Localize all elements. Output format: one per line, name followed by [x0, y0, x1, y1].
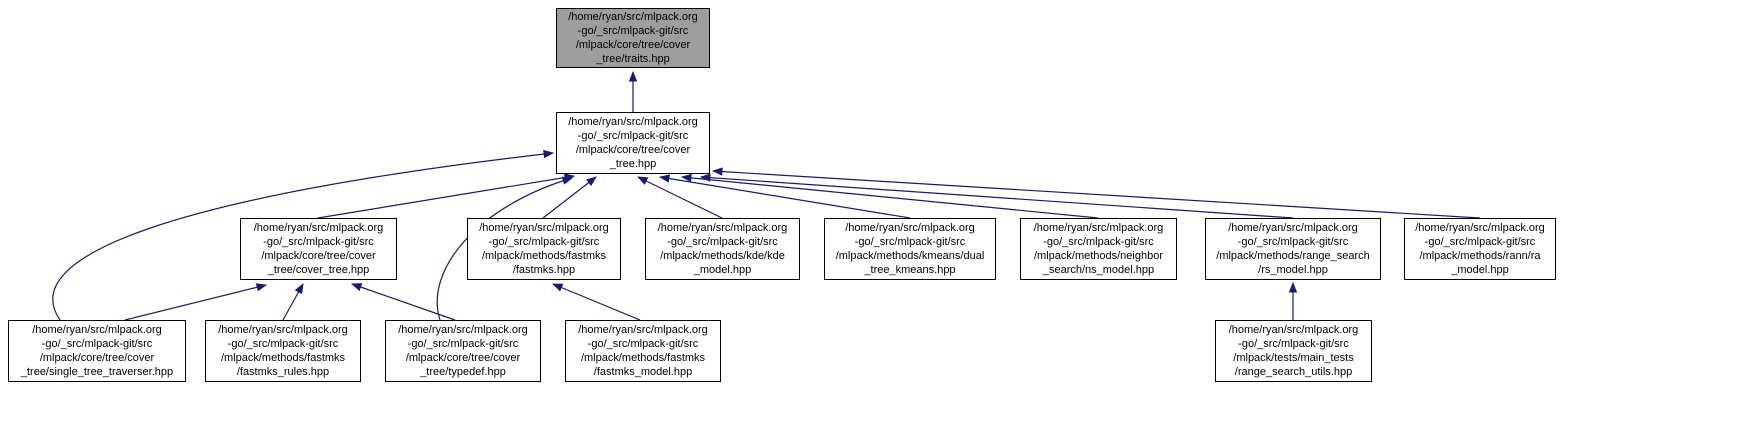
graph-node-label-line: -go/_src/mlpack-git/src — [854, 236, 966, 248]
graph-node-fastmks[interactable]: /home/ryan/src/mlpack.org -go/_src/mlpack… — [467, 218, 621, 280]
graph-node-label-line: /fastmks.hpp — [512, 264, 576, 276]
edge-typedef-to-cover_tree — [436, 176, 574, 321]
graph-node-label-line: -go/_src/mlpack-git/src — [227, 338, 339, 350]
graph-node-label-line: /home/ryan/src/mlpack.org — [32, 324, 162, 336]
edge-single_tree_traverser-to-cover_tree_impl — [124, 283, 268, 321]
graph-node-label-line: /mlpack/core/tree/cover — [405, 352, 521, 364]
graph-node-label-line: -go/_src/mlpack-git/src — [41, 338, 153, 350]
graph-node-label-line: _model.hpp — [693, 264, 752, 276]
graph-node-label-line: -go/_src/mlpack-git/src — [577, 25, 689, 37]
edge-fastmks_model-to-fastmks — [552, 283, 641, 321]
graph-node-label-line: -go/_src/mlpack-git/src — [667, 236, 778, 248]
edge-dual_tree_kmeans-to-cover_tree — [658, 174, 911, 219]
graph-node-ns_model[interactable]: /home/ryan/src/mlpack.org -go/_src/mlpack… — [1020, 218, 1177, 280]
edge-fastmks-to-cover_tree — [542, 176, 597, 219]
graph-node-label-line: _tree_kmeans.hpp — [864, 264, 956, 276]
graph-node-label-line: _search/ns_model.hpp — [1042, 264, 1155, 276]
graph-node-range_search_utils[interactable]: /home/ryan/src/mlpack.org -go/_src/mlpack… — [1215, 320, 1372, 382]
graph-node-label-line: _tree.hpp — [609, 158, 657, 170]
graph-node-label-line: -go/_src/mlpack-git/src — [1043, 236, 1154, 248]
graph-node-label-line: /fastmks_rules.hpp — [236, 366, 330, 378]
graph-node-kde_model[interactable]: /home/ryan/src/mlpack.org -go/_src/mlpack… — [645, 218, 800, 280]
graph-node-label-line: /mlpack/methods/kmeans/dual — [835, 250, 985, 262]
graph-node-label-line: /home/ryan/src/mlpack.org — [1415, 222, 1545, 234]
graph-node-label-line: /mlpack/core/tree/cover — [575, 144, 691, 156]
graph-node-label-line: /home/ryan/src/mlpack.org — [845, 222, 975, 234]
edge-rs_model-to-cover_tree — [699, 173, 1294, 219]
graph-node-label-line: /home/ryan/src/mlpack.org — [568, 116, 698, 128]
graph-node-dual_tree_kmeans[interactable]: /home/ryan/src/mlpack.org -go/_src/mlpack… — [824, 218, 996, 280]
graph-node-label-line: -go/_src/mlpack-git/src — [1237, 236, 1349, 248]
graph-node-label-line: /home/ryan/src/mlpack.org — [568, 11, 698, 23]
edge-single_tree_traverser-to-cover_tree — [52, 149, 555, 321]
graph-node-label-line: -go/_src/mlpack-git/src — [587, 338, 699, 350]
graph-node-traits[interactable]: /home/ryan/src/mlpack.org -go/_src/mlpack… — [556, 8, 710, 68]
graph-node-label-line: /home/ryan/src/mlpack.org — [398, 324, 528, 336]
graph-node-label-line: /home/ryan/src/mlpack.org — [1033, 222, 1164, 234]
graph-node-rs_model[interactable]: /home/ryan/src/mlpack.org -go/_src/mlpack… — [1205, 218, 1381, 280]
graph-node-label-line: /home/ryan/src/mlpack.org — [253, 222, 384, 234]
edge-fastmks_rules-to-cover_tree_impl — [282, 283, 304, 321]
edge-ra_model-to-cover_tree — [711, 167, 1481, 219]
graph-node-label-line: /home/ryan/src/mlpack.org — [1228, 324, 1359, 336]
graph-node-label-line: /home/ryan/src/mlpack.org — [479, 222, 609, 234]
graph-node-label-line: /home/ryan/src/mlpack.org — [657, 222, 788, 234]
graph-node-single_tree_traverser[interactable]: /home/ryan/src/mlpack.org -go/_src/mlpack… — [8, 320, 186, 382]
graph-node-label-line: -go/_src/mlpack-git/src — [577, 130, 689, 142]
graph-node-ra_model[interactable]: /home/ryan/src/mlpack.org -go/_src/mlpack… — [1404, 218, 1556, 280]
graph-node-label-line: /mlpack/methods/neighbor — [1033, 250, 1163, 262]
edge-typedef-to-cover_tree_impl — [351, 283, 456, 321]
graph-node-label-line: -go/_src/mlpack-git/src — [488, 236, 600, 248]
edge-cover_tree_impl-to-cover_tree — [317, 173, 576, 219]
graph-node-label-line: /fastmks_model.hpp — [593, 366, 693, 378]
graph-node-label-line: /mlpack/methods/fastmks — [580, 352, 706, 364]
graph-node-label-line: _tree/single_tree_traverser.hpp — [20, 366, 174, 378]
graph-node-label-line: /mlpack/methods/fastmks — [481, 250, 607, 262]
graph-node-label-line: /home/ryan/src/mlpack.org — [218, 324, 348, 336]
graph-node-label-line: /mlpack/methods/rann/ra — [1419, 250, 1541, 262]
graph-node-label-line: /mlpack/tests/main_tests — [1233, 352, 1354, 364]
edge-kde_model-to-cover_tree — [637, 176, 723, 219]
graph-node-typedef[interactable]: /home/ryan/src/mlpack.org -go/_src/mlpack… — [385, 320, 541, 382]
graph-node-label-line: _model.hpp — [1451, 264, 1509, 276]
graph-node-label-line: _tree/cover_tree.hpp — [267, 264, 370, 276]
graph-node-label-line: -go/_src/mlpack-git/src — [1238, 338, 1349, 350]
graph-node-label-line: /mlpack/methods/kde/kde — [660, 250, 785, 262]
graph-node-fastmks_model[interactable]: /home/ryan/src/mlpack.org -go/_src/mlpack… — [565, 320, 721, 382]
graph-node-label-line: /mlpack/core/tree/cover — [575, 39, 691, 51]
graph-node-cover_tree[interactable]: /home/ryan/src/mlpack.org -go/_src/mlpack… — [556, 112, 710, 174]
graph-node-label-line: -go/_src/mlpack-git/src — [263, 236, 374, 248]
graph-node-label-line: _tree/typedef.hpp — [420, 366, 506, 378]
graph-node-cover_tree_impl[interactable]: /home/ryan/src/mlpack.org -go/_src/mlpack… — [240, 218, 397, 280]
graph-node-label-line: /range_search_utils.hpp — [1234, 366, 1353, 378]
graph-node-label-line: /mlpack/methods/fastmks — [220, 352, 346, 364]
edge-ns_model-to-cover_tree — [680, 173, 1099, 219]
graph-node-label-line: -go/_src/mlpack-git/src — [1424, 236, 1536, 248]
graph-node-label-line: _tree/traits.hpp — [596, 53, 670, 65]
graph-node-fastmks_rules[interactable]: /home/ryan/src/mlpack.org -go/_src/mlpack… — [205, 320, 361, 382]
graph-node-label-line: /home/ryan/src/mlpack.org — [578, 324, 708, 336]
graph-node-label-line: /mlpack/methods/range_search — [1216, 250, 1370, 262]
graph-node-label-line: /mlpack/core/tree/cover — [39, 352, 155, 364]
graph-node-label-line: /rs_model.hpp — [1258, 264, 1328, 276]
graph-node-label-line: /mlpack/core/tree/cover — [261, 250, 376, 262]
graph-node-label-line: -go/_src/mlpack-git/src — [407, 338, 519, 350]
graph-node-label-line: /home/ryan/src/mlpack.org — [1228, 222, 1358, 234]
